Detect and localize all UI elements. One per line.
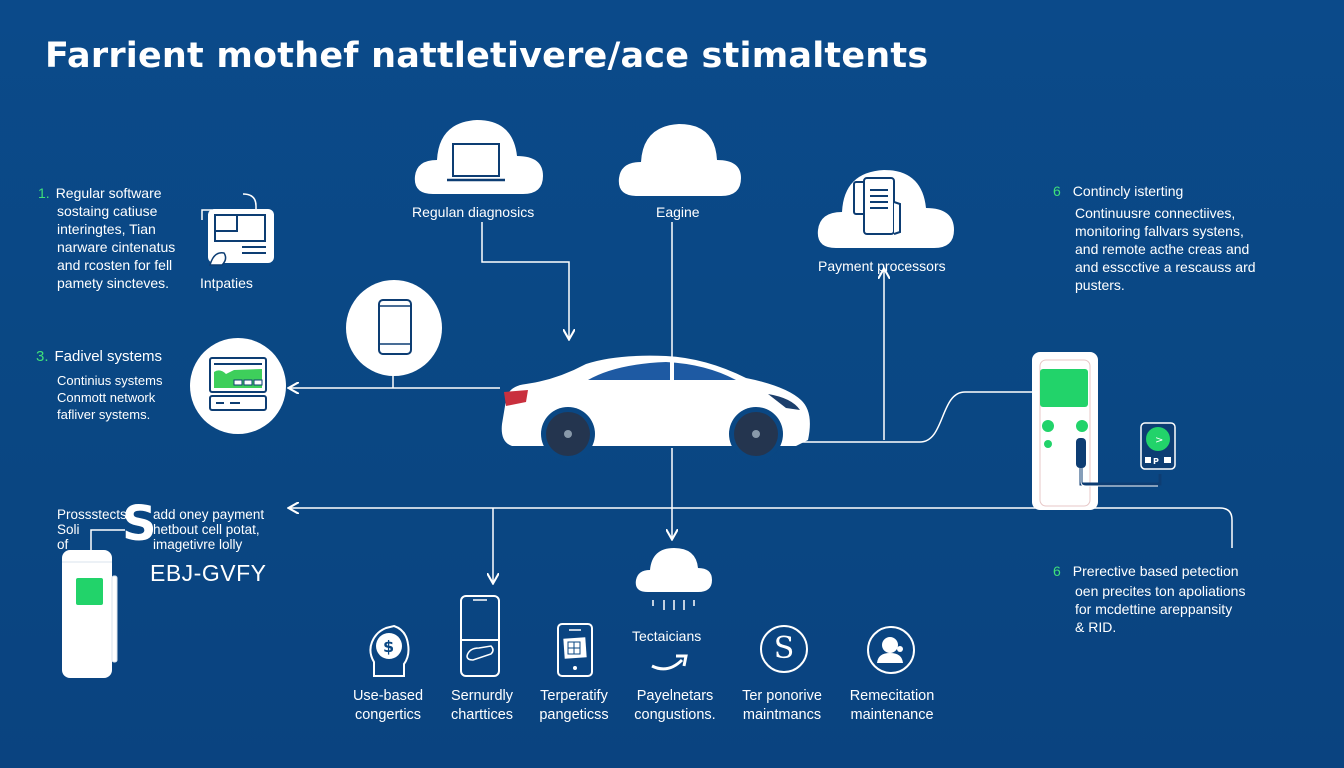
bottom-item-temperature: Terperatify pangeticss	[539, 688, 609, 723]
bottom-item-security: Sernurdly charttices	[450, 688, 514, 723]
node-label-diagnostics: Regulan diagnosics	[412, 204, 535, 220]
phone-map-icon	[556, 622, 596, 678]
cloud-laptop-icon	[413, 116, 545, 196]
bottom-item-preventive: Ter ponorive maintmancs	[742, 688, 822, 723]
bottom-item-parameters: Payelnetars congustions.	[634, 688, 716, 723]
payment-prefix-text: Prossstects Soli of	[57, 507, 127, 552]
svg-text:$: $	[383, 637, 394, 656]
dollar-hand-icon: $	[366, 622, 412, 678]
node-label-payment-processors: Payment processors	[818, 258, 946, 274]
ev-charging-station-icon	[1030, 352, 1190, 512]
cloud-rain-icon	[634, 546, 714, 616]
user-circle-icon	[866, 625, 916, 675]
arrow-curve-icon	[648, 650, 692, 676]
cloud-icon	[617, 122, 743, 198]
node-label-technicians: Tectaicians	[632, 628, 702, 644]
bottom-item-usage-based: Use-based congertics	[352, 688, 424, 723]
svg-text:P: P	[1153, 457, 1159, 466]
white-sedan-car	[496, 350, 816, 462]
svg-text:>: >	[1155, 435, 1163, 446]
icon-label: Intpaties	[200, 275, 253, 291]
tablet-touch-icon	[200, 205, 280, 269]
bottom-item-remediation: Remecitation maintenance	[849, 688, 935, 723]
station-code: EBJ-GVFY	[150, 560, 267, 586]
dollar-s-glyph: S	[122, 496, 157, 552]
monitor-dashboard-icon	[190, 338, 286, 434]
feature-block-software: 1.Regular software sostaing catiuse inte…	[38, 185, 176, 291]
s-circle-icon: S	[760, 625, 808, 673]
page-title: Farrient mothef nattletivere/ace stimalt…	[45, 36, 929, 76]
feature-block-failover: 3.Fadivel systems Continius systems Conm…	[36, 348, 163, 422]
smartphone-car-icon	[459, 594, 503, 678]
charging-kiosk-icon	[60, 550, 120, 680]
cloud-documents-icon	[816, 168, 956, 250]
node-label-engine: Eagine	[656, 204, 700, 220]
smartphone-icon	[346, 280, 442, 376]
payment-phone-icon: > P	[1140, 422, 1176, 470]
step-number: 1.	[38, 185, 50, 201]
payment-description: add oney payment hetbout cell potat, ima…	[153, 507, 265, 552]
